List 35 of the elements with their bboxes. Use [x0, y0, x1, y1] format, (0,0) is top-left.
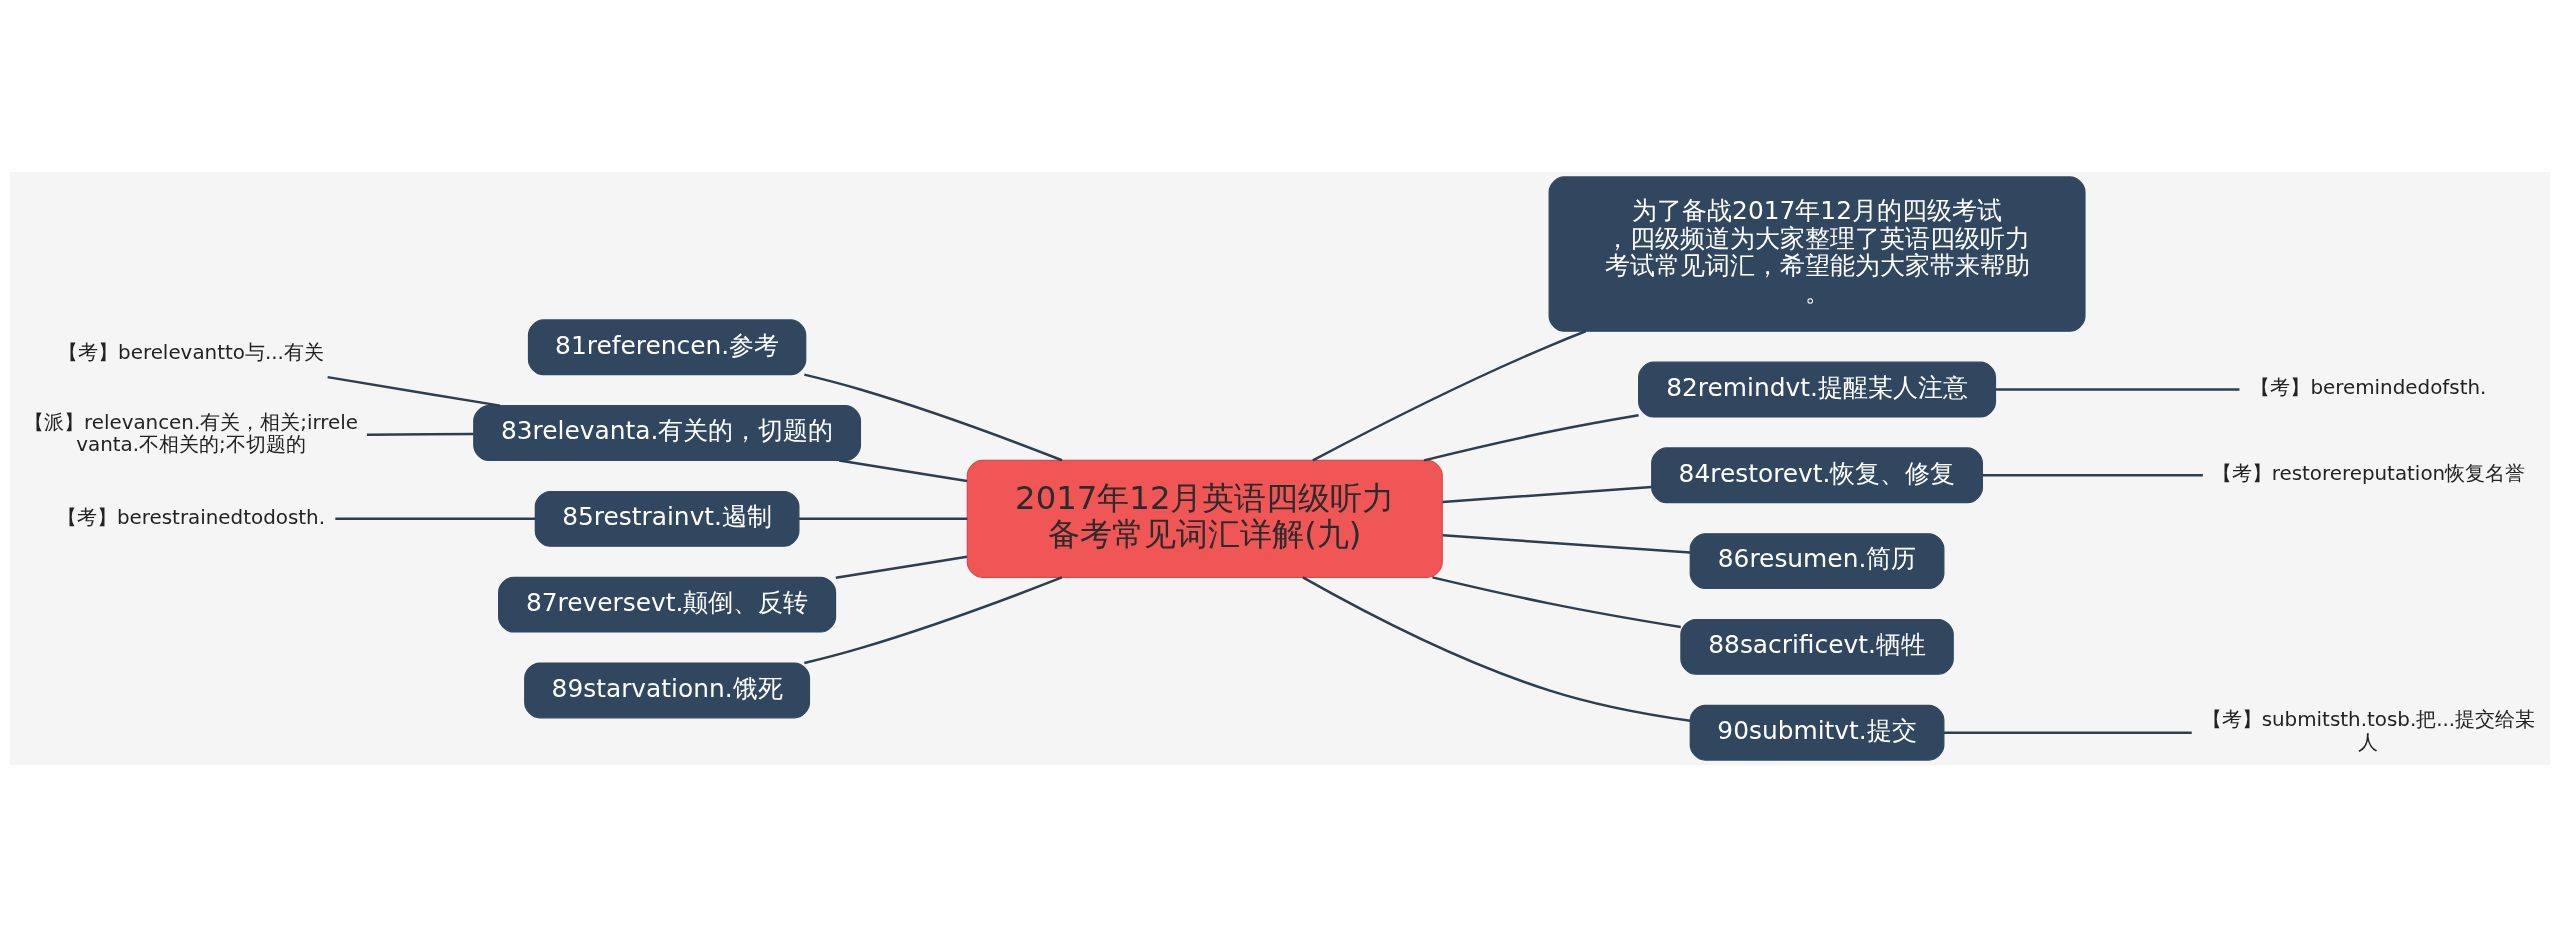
connector — [1982, 474, 2203, 477]
node-box: 90submitvt.提交 — [1689, 704, 1945, 761]
node-box: 84restorevt.恢复、修复 — [1651, 447, 1983, 504]
connector — [1302, 576, 1691, 723]
connector — [327, 375, 501, 407]
node-text: 【考】berelevantto与...有关 — [58, 341, 324, 365]
connector — [1943, 731, 2192, 734]
connector — [366, 432, 474, 436]
connector — [335, 517, 536, 521]
connector — [838, 459, 968, 483]
node-box: 88sacrificevt.牺牲 — [1680, 618, 1954, 675]
connector — [835, 555, 968, 579]
connector — [1423, 414, 1639, 462]
node-box: 81referencen.参考 — [527, 319, 807, 376]
node-text: 【考】berestrainedtodosth. — [56, 505, 325, 529]
connector — [1442, 485, 1652, 504]
node-text: 【考】beremindedofsth. — [2250, 376, 2487, 400]
node-text: 【派】relevancen.有关，相关;irrelevanta.不相关的;不切题的 — [23, 411, 359, 457]
connector — [798, 517, 968, 521]
node-box: 83relevanta.有关的，切题的 — [473, 405, 862, 462]
connector — [1312, 330, 1587, 462]
node-box: 为了备战2017年12月的四级考试，四级频道为大家整理了英语四级听力考试常见词汇，希望能为大家带来帮助。 — [1548, 176, 2086, 332]
node-box: 89starvationn.饿死 — [524, 662, 811, 719]
connector — [1995, 388, 2240, 391]
node-box: 2017年12月英语四级听力备考常见词汇详解(九) — [966, 459, 1443, 578]
connector — [1432, 576, 1681, 629]
node-box: 85restrainvt.遏制 — [534, 490, 800, 547]
node-text: 【考】restorereputation恢复名誉 — [2211, 462, 2526, 486]
connector — [804, 576, 1063, 665]
connector — [804, 373, 1063, 462]
node-box: 87reversevt.颠倒、反转 — [498, 576, 837, 633]
connector — [1442, 534, 1691, 554]
node-box: 82remindvt.提醒某人注意 — [1638, 361, 1997, 418]
node-text: 【考】submitsth.tosb.把...提交给某人 — [2201, 708, 2536, 754]
node-box: 86resumen.简历 — [1689, 533, 1945, 590]
